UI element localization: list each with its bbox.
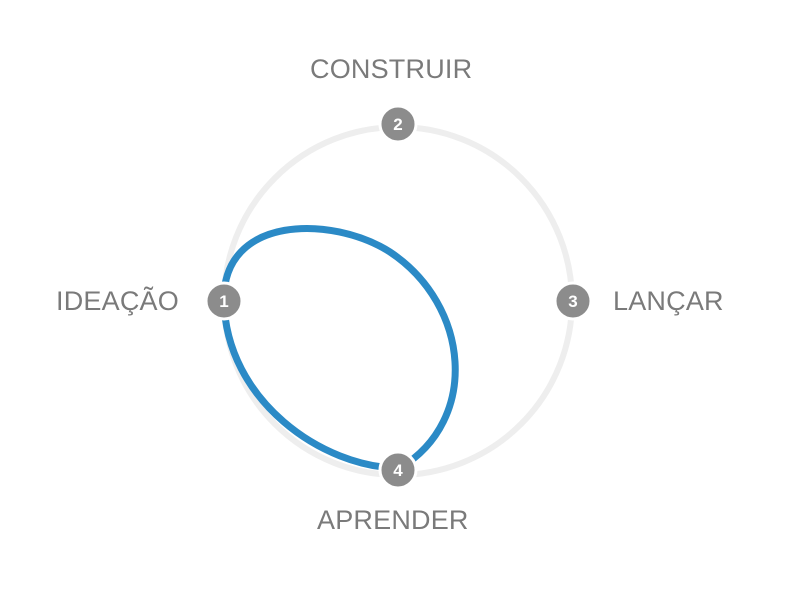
node-lancar: 3 bbox=[553, 281, 593, 321]
node-number: 1 bbox=[219, 292, 228, 311]
stage-label-construir: CONSTRUIR bbox=[310, 54, 473, 84]
node-aprender: 4 bbox=[378, 450, 418, 490]
node-construir: 2 bbox=[378, 104, 418, 144]
node-circle bbox=[204, 281, 244, 321]
stage-label-ideacao: IDEAÇÃO bbox=[56, 286, 179, 316]
ideation-learn-loop bbox=[220, 225, 459, 472]
node-circle bbox=[378, 104, 418, 144]
stage-label-aprender: APRENDER bbox=[317, 505, 469, 535]
cycle-ring bbox=[221, 124, 575, 478]
node-ideacao: 1 bbox=[204, 281, 244, 321]
node-circle bbox=[378, 450, 418, 490]
node-circle bbox=[553, 281, 593, 321]
node-number: 4 bbox=[393, 461, 403, 480]
node-number: 3 bbox=[568, 292, 577, 311]
node-number: 2 bbox=[393, 115, 402, 134]
stage-label-lancar: LANÇAR bbox=[613, 286, 724, 316]
